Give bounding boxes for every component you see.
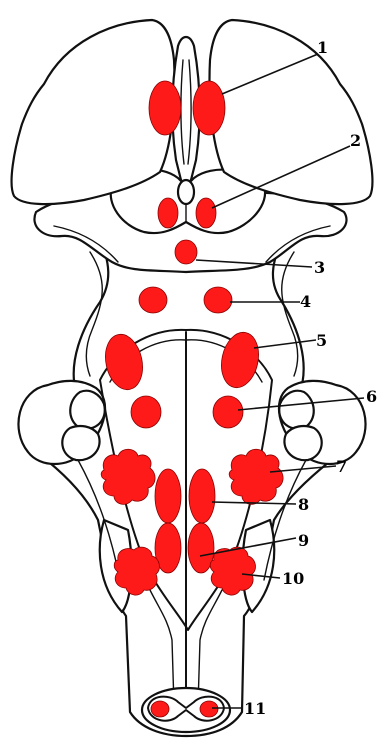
right-peduncle-lower (284, 426, 321, 460)
nucleus-6-left (131, 396, 161, 428)
nucleus-4-right (204, 287, 232, 313)
label-6: 6 (366, 387, 377, 406)
label-5: 5 (316, 331, 327, 350)
right-peduncle-inner (279, 391, 314, 429)
nucleus-11-left (151, 701, 169, 717)
label-7: 7 (336, 457, 347, 476)
pineal-body (178, 180, 194, 204)
label-10: 10 (282, 569, 304, 588)
nucleus-3 (175, 240, 197, 264)
nucleus-11-right (200, 701, 218, 717)
label-4: 4 (300, 292, 311, 311)
label-11: 11 (244, 699, 266, 718)
label-8: 8 (298, 495, 309, 514)
left-peduncle-lower (62, 426, 99, 460)
nucleus-6-right (213, 396, 243, 428)
left-peduncle-inner (70, 391, 105, 429)
right-hemisphere (210, 20, 373, 204)
medulla-outline (40, 240, 338, 736)
label-9: 9 (298, 531, 309, 550)
nucleus-1-right (193, 81, 225, 135)
label-2: 2 (350, 131, 361, 150)
nucleus-1-left (149, 81, 181, 135)
label-3: 3 (314, 258, 325, 277)
nucleus-2-left (158, 198, 178, 228)
nucleus-8-left (155, 469, 181, 523)
nucleus-8-right (189, 469, 215, 523)
nucleus-4-left (139, 287, 167, 313)
label-1: 1 (317, 38, 328, 57)
nucleus-2-right (196, 198, 216, 228)
